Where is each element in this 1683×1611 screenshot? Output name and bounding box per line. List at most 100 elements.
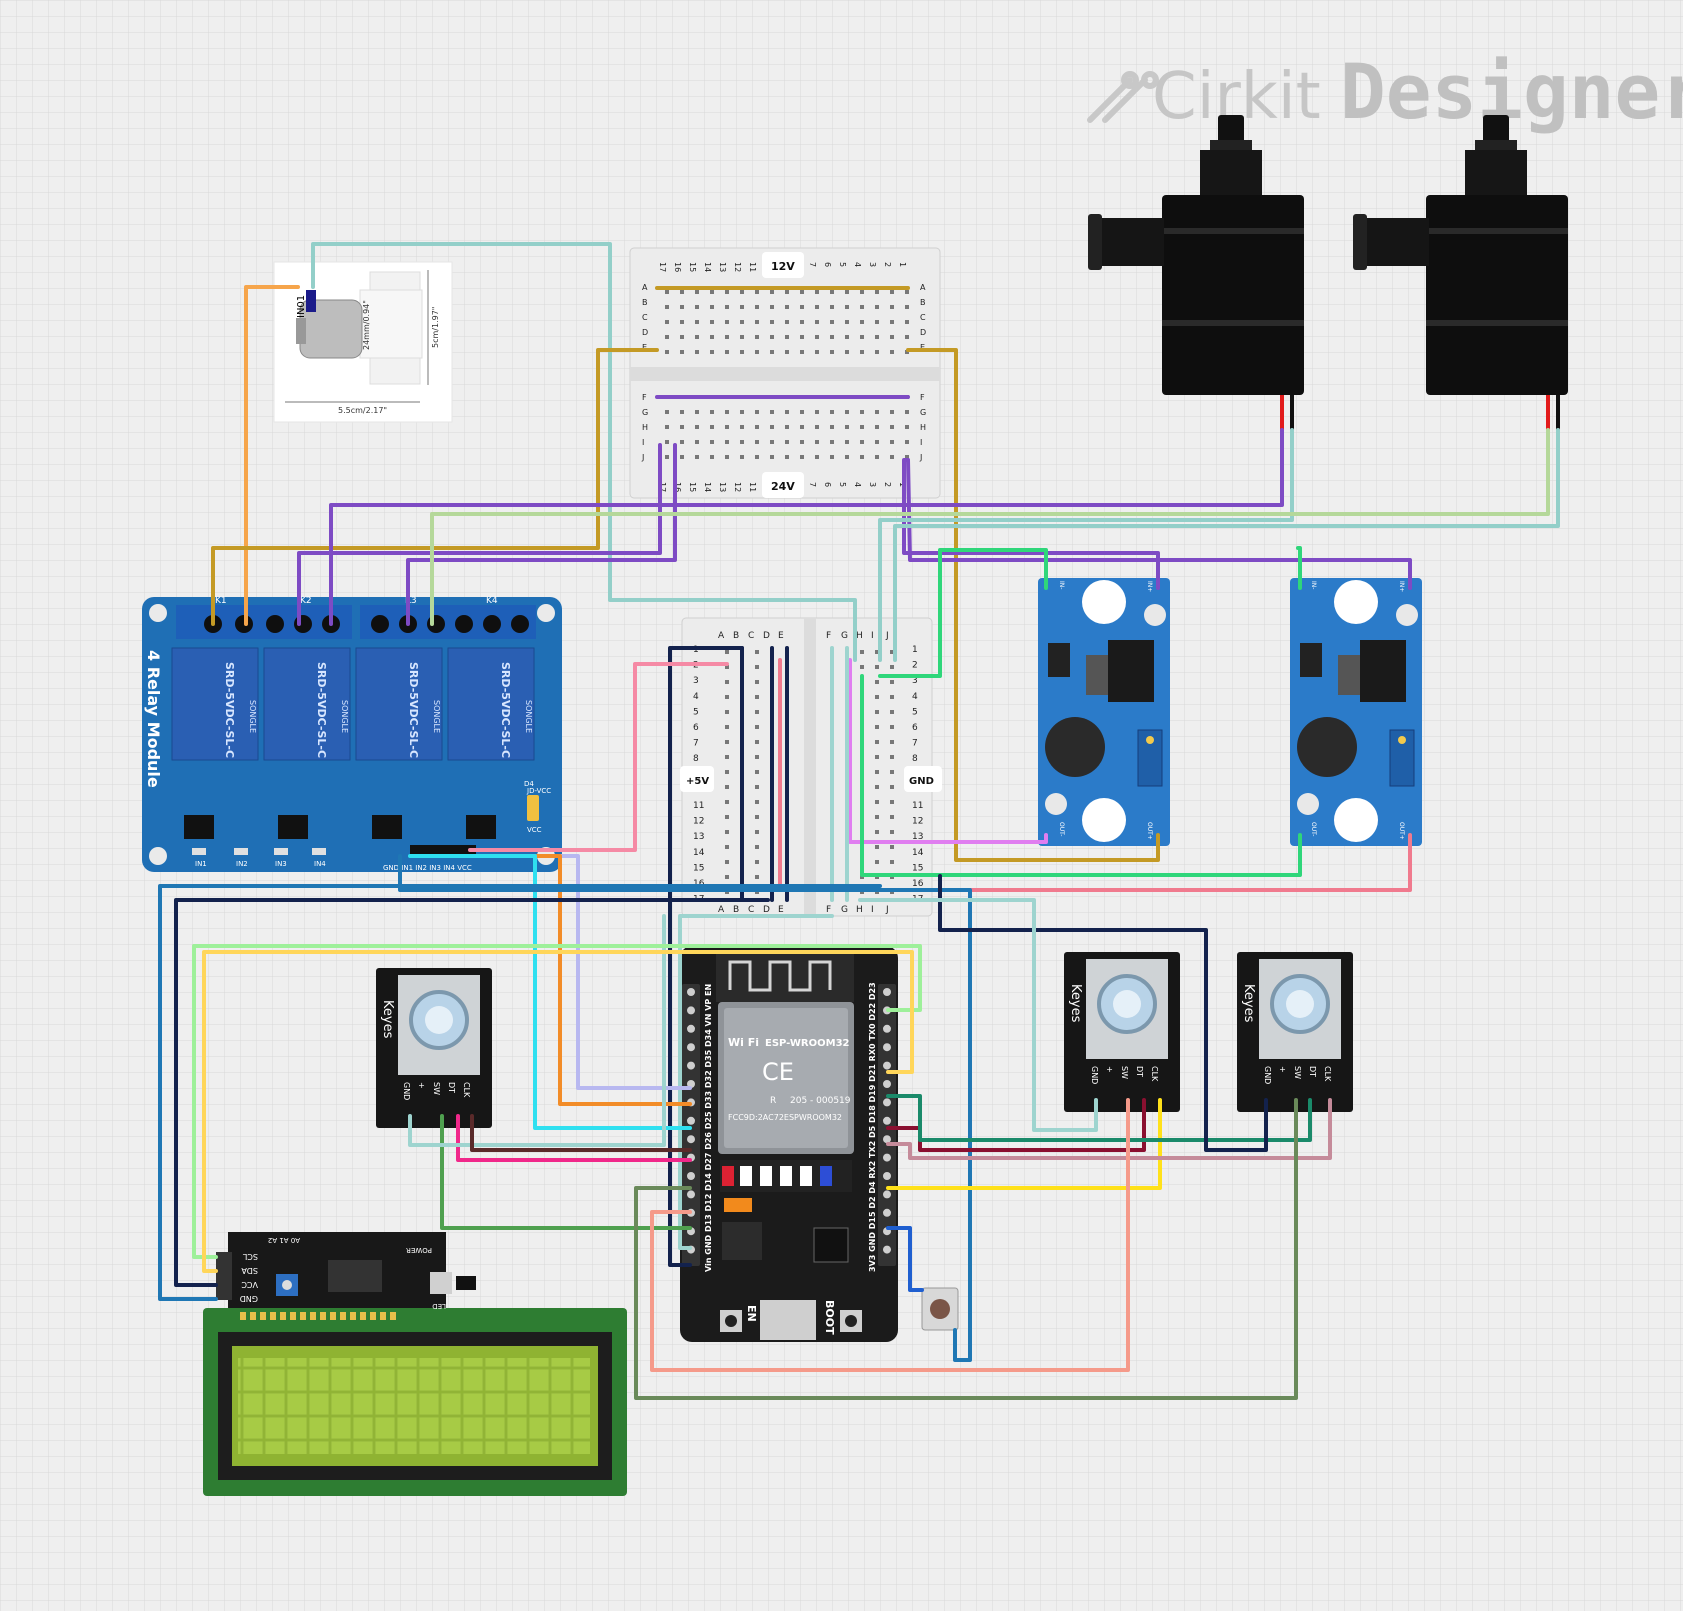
wire-pump1-purple[interactable] (329, 428, 1284, 626)
esp32-pin[interactable] (883, 1153, 891, 1162)
esp32-pin[interactable] (883, 1080, 891, 1088)
wire-pump1-teal[interactable] (878, 428, 1294, 662)
bb-mid-row-11: 11 (693, 801, 704, 811)
bb-mid-row-right-15: 15 (912, 863, 923, 873)
rotary-encoder-1[interactable]: Keyes GND + SW DT CLK (376, 968, 492, 1128)
esp32-pin[interactable] (883, 1172, 891, 1180)
esp32-r-mark: R (770, 1096, 776, 1106)
solenoid-dim-1: 24mm/0.94" (362, 300, 371, 350)
buck-converter-1[interactable]: IN- IN+ OUT- OUT+ (1038, 578, 1170, 846)
wire-12v-relay[interactable] (211, 348, 659, 626)
rotary-encoder-3[interactable]: Keyes GND + SW DT CLK (1237, 952, 1353, 1112)
encoder3-pin-sw: SW (1293, 1066, 1302, 1079)
wire-pump2-green[interactable] (430, 428, 1550, 626)
esp32-pin[interactable] (883, 1208, 891, 1217)
wire-relay-cyan[interactable] (408, 854, 692, 1130)
wire-esp-encoder3-green[interactable] (886, 1094, 1312, 1142)
esp32-pin[interactable] (687, 1006, 695, 1015)
bb-top-row-right-H: H (920, 423, 926, 432)
wire-buck1-magenta[interactable] (848, 658, 1048, 844)
wire-encoder1-teal[interactable] (408, 914, 666, 1147)
esp32-pin[interactable] (883, 988, 891, 996)
bb-top-col-3: 3 (868, 262, 877, 267)
water-pump-2[interactable] (1353, 115, 1568, 431)
wire-esp-encoder2-dkred[interactable] (886, 1098, 1146, 1152)
esp32-pin[interactable] (687, 1172, 695, 1180)
wire-lcd-vcc[interactable] (174, 898, 770, 1287)
esp32-pin[interactable] (687, 988, 695, 996)
wire-buck2-green[interactable] (1296, 546, 1302, 590)
wire-relay-pink[interactable] (468, 662, 729, 852)
wire-24v-buck[interactable] (902, 458, 1160, 590)
esp32-pin[interactable] (883, 1043, 891, 1052)
wire-encoder1-pink[interactable] (456, 1114, 692, 1162)
rotary-encoder-2[interactable]: Keyes GND + SW DT CLK (1064, 952, 1180, 1112)
water-pump-1[interactable] (1088, 115, 1304, 431)
wire-esp-btn-blue[interactable] (886, 1226, 924, 1292)
solenoid-valve[interactable]: IN01 24mm/0.94" 5cm/1.97" 5.5cm/2.17" (273, 261, 453, 423)
esp32-pin[interactable] (687, 1116, 695, 1125)
breadboard-top[interactable]: 1716151413121110987654321 17161514131211… (629, 247, 941, 499)
esp32-fcc: FCC9D:2AC72ESPWROOM32 (728, 1113, 842, 1122)
wire-lcd-gnd[interactable] (158, 884, 882, 1301)
bb-top-row-right-I: I (920, 438, 922, 447)
wire-solenoid-orange[interactable] (244, 285, 300, 626)
wire-lcd-sda[interactable] (202, 950, 914, 1273)
bb-mid-col-bottom-H: H (856, 905, 863, 915)
esp32-pin[interactable] (687, 1024, 695, 1033)
wire-esp-encoder3-mauve[interactable] (886, 1098, 1332, 1160)
esp32-pin[interactable] (883, 1190, 891, 1199)
wire-encoder1-green[interactable] (440, 1114, 692, 1230)
wire-24v-relay-1[interactable] (297, 443, 662, 626)
relay-brand-texts: SONGLE SONGLE SONGLE SONGLE (248, 700, 533, 733)
wire-lcd-scl[interactable] (192, 944, 922, 1259)
wire-esp-teal[interactable] (678, 914, 834, 1250)
wire-esp-encoder2-yellow[interactable] (886, 1098, 1162, 1190)
encoder2-pin-sw: SW (1120, 1066, 1129, 1079)
esp32-pin[interactable] (883, 1245, 891, 1254)
esp32-pin[interactable] (687, 1043, 695, 1052)
esp32-pin[interactable] (687, 1190, 695, 1199)
bb-mid-row-8: 8 (693, 754, 699, 764)
bb-top-col-bottom-2: 2 (883, 482, 892, 487)
bb-top-row-right-J: J (919, 453, 922, 462)
wire-12v-buck[interactable] (906, 348, 1160, 862)
esp32-pin[interactable] (883, 1116, 891, 1125)
buck2-in-plus: IN+ (1398, 581, 1405, 592)
buck-converter-2[interactable]: IN- IN+ OUT- OUT+ (1290, 578, 1422, 846)
esp32-pin[interactable] (883, 1135, 891, 1144)
wire-buck2-green-out[interactable] (860, 674, 1302, 877)
bb-mid-col-bottom-E: E (778, 905, 784, 915)
esp32-pin[interactable] (687, 1061, 695, 1070)
wire-pump2-teal[interactable] (893, 428, 1560, 662)
bb-mid-col-D: D (763, 631, 770, 641)
wire-24v-relay-2[interactable] (406, 443, 677, 626)
encoder2-pin-clk: CLK (1150, 1066, 1159, 1082)
relay-cubes (171, 647, 535, 761)
lcd-pin (380, 1312, 386, 1320)
wire-encoder-teal[interactable] (858, 898, 1098, 1132)
bb-top-row-G: G (642, 408, 648, 417)
push-button[interactable] (921, 1287, 959, 1331)
esp32-pin[interactable] (687, 1135, 695, 1144)
esp32-pin[interactable] (883, 1098, 891, 1107)
esp32-board[interactable]: Wi Fi ESP-WROOM32 CE R 205 - 000519 FCC9… (680, 946, 898, 1342)
wire-esp-navy[interactable] (668, 646, 744, 1267)
wire-encoder3-olive[interactable] (634, 1098, 1298, 1400)
wire-encoder2-salmon[interactable] (650, 1098, 1130, 1372)
wire-buck1-green[interactable] (878, 548, 1048, 678)
wire-24v-buck-2[interactable] (906, 458, 1412, 590)
lcd-display[interactable] (203, 1308, 627, 1496)
esp32-pin[interactable] (883, 1061, 891, 1070)
i2c-backpack[interactable]: POWER A0 A1 A2 LED SCL SDA VCC GND (216, 1232, 476, 1310)
wire-solenoid-teal[interactable] (311, 242, 857, 662)
esp32-pin[interactable] (883, 1024, 891, 1033)
wire-encoder-navy[interactable] (938, 874, 1268, 1152)
bb-top-row-right-D: D (920, 328, 926, 337)
wire-encoder1-dkred[interactable] (470, 1114, 692, 1152)
encoder3-pin-dt: DT (1308, 1066, 1317, 1077)
wire-buck2-pink[interactable] (778, 658, 1412, 892)
relay-module[interactable]: K1 K2 K3 K4 4 Relay Module SRD-5VDC-SL-C… (142, 596, 562, 872)
